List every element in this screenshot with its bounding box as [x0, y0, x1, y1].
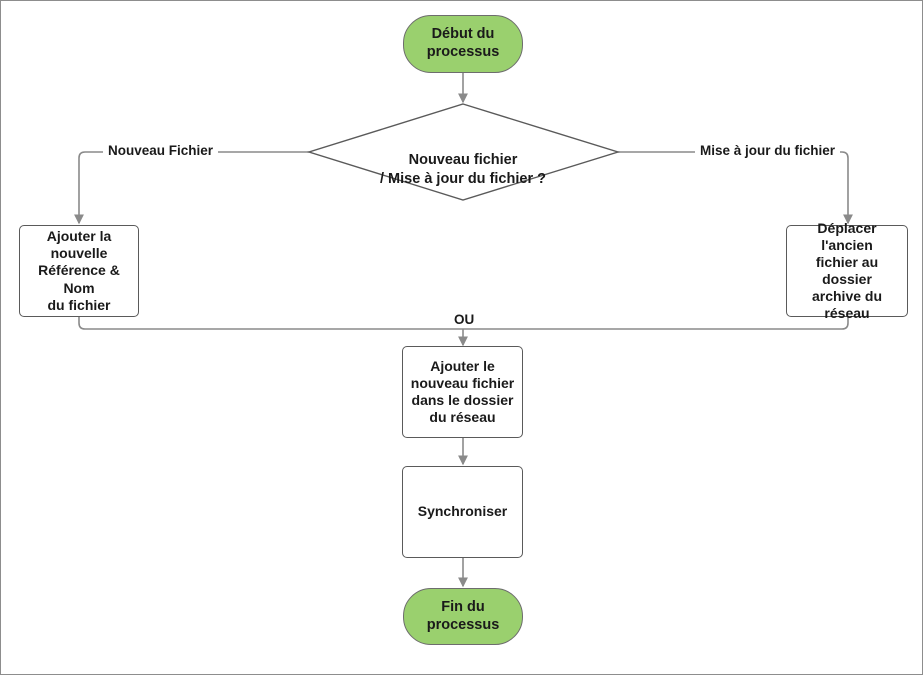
node-add-new-file[interactable]: Ajouter le nouveau fichier dans le dossi…: [402, 346, 523, 438]
edge-decision-to-add-reference: [74, 151, 309, 225]
edge-decision-to-move-old-file: [618, 151, 853, 225]
node-start[interactable]: Début du processus: [403, 15, 523, 73]
node-end[interactable]: Fin du processus: [403, 588, 523, 645]
node-decision[interactable]: Nouveau fichier / Mise à jour du fichier…: [313, 132, 613, 189]
node-move-old-file[interactable]: Déplacer l'ancien fichier au dossier arc…: [786, 220, 908, 321]
node-start-label: Début du processus: [426, 26, 500, 60]
node-end-label: Fin du processus: [426, 598, 500, 633]
node-add-reference-label: Ajouter la nouvelle Référence & Nom du f…: [38, 228, 120, 313]
edge-label-new-file-text: Nouveau Fichier: [108, 143, 214, 158]
node-move-old-file-label: Déplacer l'ancien fichier au dossier arc…: [811, 219, 883, 322]
node-decision-label: Nouveau fichier / Mise à jour du fichier…: [380, 151, 546, 187]
edge-label-update-file-text: Mise à jour du fichier: [700, 143, 836, 158]
edge-label-merge-or-text: OU: [454, 312, 475, 327]
edge-label-new-file: Nouveau Fichier: [103, 143, 219, 159]
node-add-reference[interactable]: Ajouter la nouvelle Référence & Nom du f…: [19, 225, 139, 317]
edge-label-merge-or: OU: [449, 312, 480, 328]
node-add-new-file-label: Ajouter le nouveau fichier dans le dossi…: [410, 357, 515, 426]
edge-label-update-file: Mise à jour du fichier: [695, 143, 841, 159]
node-synchronize-label: Synchroniser: [417, 503, 508, 520]
node-synchronize[interactable]: Synchroniser: [402, 466, 523, 558]
edge-move-old-file-to-merge: [463, 317, 849, 330]
edge-add-reference-to-merge: [78, 317, 463, 330]
decision-diamond-shape: [306, 103, 621, 201]
